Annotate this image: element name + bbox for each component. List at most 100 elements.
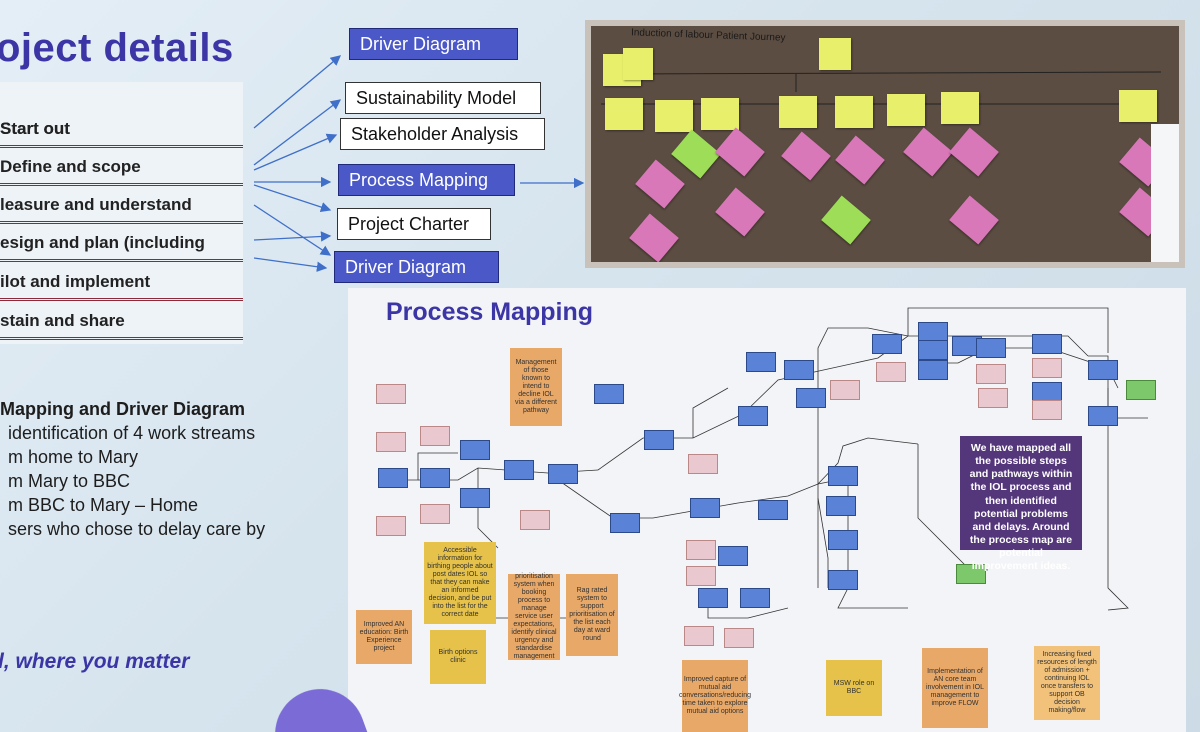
sticky-note [655,100,693,132]
process-step [828,530,858,550]
process-step [684,626,714,646]
process-step [420,468,450,488]
sticky-note [887,94,925,126]
process-map-summary: We have mapped all the possible steps an… [960,436,1082,572]
workstream-line: m BBC to Mary – Home [8,495,199,515]
process-step [460,488,490,508]
improvement-idea: Birth options clinic [430,630,486,684]
process-step [1126,380,1156,400]
process-step [758,500,788,520]
photo-glare [1151,124,1179,262]
process-step [548,464,578,484]
process-step [376,432,406,452]
workstream-line: m home to Mary [8,447,139,467]
process-step [1088,406,1118,426]
sticky-note [941,92,979,124]
process-step [690,498,720,518]
process-map-title: Process Mapping [386,298,593,326]
workstreams-text: Mapping and Driver Diagram identificatio… [0,397,265,541]
tool-project-charter: Project Charter [337,208,491,240]
footer-tagline: l, where you matter [0,650,190,673]
process-step [1032,400,1062,420]
step-label: stain and share [0,311,125,330]
sticky-note [835,96,873,128]
process-step [1032,334,1062,354]
improvement-idea: Rag rated system to support prioritisati… [566,574,618,656]
process-step [376,516,406,536]
step-start-out: Start out [0,110,243,148]
process-step [876,362,906,382]
process-step [796,388,826,408]
process-step [828,570,858,590]
process-step [978,388,1008,408]
process-step [420,504,450,524]
workstream-line: identification of 4 work streams [8,423,256,443]
tool-stakeholder-analysis: Stakeholder Analysis [340,118,545,150]
improvement-idea: Improved capture of mutual aid conversat… [679,660,751,732]
process-step [460,440,490,460]
process-step [738,406,768,426]
connector-arrows [253,55,585,272]
process-step [976,338,1006,358]
patient-journey-photo: Induction of labour Patient Journey [585,20,1185,268]
process-map-panel: Process Mapping [348,288,1186,732]
improvement-idea: Improved AN education: Birth Experience … [356,610,412,664]
process-step [594,384,624,404]
tool-driver-diagram-top: Driver Diagram [349,28,518,60]
process-step [686,540,716,560]
sticky-note [779,96,817,128]
step-label: leasure and understand [0,195,192,214]
step-label: Start out [0,119,70,138]
process-step [724,628,754,648]
process-step [746,352,776,372]
process-step [740,588,770,608]
improvement-idea: Management of those known to intend to d… [510,348,562,426]
process-step [784,360,814,380]
process-step [718,546,748,566]
process-step [828,466,858,486]
improvement-idea: MSW role on BBC [826,660,882,716]
step-sustain-and-share: stain and share [0,302,243,340]
process-step [376,384,406,404]
step-label: Define and scope [0,157,141,176]
process-step [644,430,674,450]
improvement-idea: Accessible information for birthing peop… [424,542,496,624]
step-pilot-and-implement: ilot and implement [0,263,243,301]
process-step [420,426,450,446]
slide-title: oject details [0,26,234,70]
process-step [918,340,948,360]
sticky-note [1119,90,1157,122]
workstreams-heading: Mapping and Driver Diagram [0,399,246,419]
process-step [520,510,550,530]
improvement-idea: Increasing fixed resources of length of … [1034,646,1100,720]
process-step [504,460,534,480]
step-measure-and-understand: leasure and understand [0,186,243,224]
process-step [1032,382,1062,402]
process-step [872,334,902,354]
process-step [956,564,986,584]
process-step [1032,358,1062,378]
process-step [976,364,1006,384]
process-step [918,360,948,380]
workstream-line: sers who chose to delay care by [8,519,266,539]
process-step [688,454,718,474]
process-step [686,566,716,586]
sticky-note [623,48,653,80]
process-step [698,588,728,608]
tool-driver-diagram-bottom: Driver Diagram [334,251,499,283]
step-define-and-scope: Define and scope [0,148,243,186]
sticky-note [605,98,643,130]
step-label: ilot and implement [0,272,151,291]
process-step [826,496,856,516]
process-step [610,513,640,533]
sticky-note [701,98,739,130]
workstream-line: m Mary to BBC [8,471,131,491]
improvement-idea: prioritisation system when booking proce… [508,573,560,660]
process-step [378,468,408,488]
tool-process-mapping: Process Mapping [338,164,515,196]
tool-sustainability-model: Sustainability Model [345,82,541,114]
step-label: esign and plan (including [0,233,205,252]
process-step [1088,360,1118,380]
sticky-note [819,38,851,70]
process-step [918,322,948,342]
